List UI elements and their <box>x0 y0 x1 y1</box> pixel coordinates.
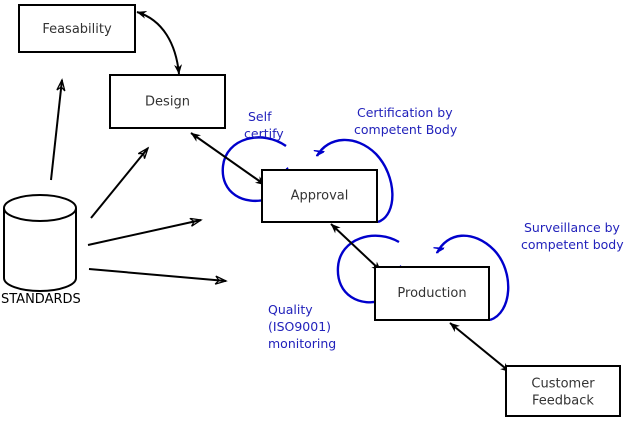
customer-feedback-box[interactable] <box>505 365 621 417</box>
annotation-quality-monitoring: Quality (ISO9001) monitoring <box>268 302 336 351</box>
standards-cylinder-body[interactable] <box>3 208 77 292</box>
node-approval[interactable]: Approval <box>261 169 378 223</box>
quality-line1: Quality <box>268 302 313 317</box>
connection-standards-approval <box>87 220 201 246</box>
certification-line2: competent Body <box>354 122 458 137</box>
annotation-certification-competent-body: Certification by competent Body <box>354 105 458 137</box>
node-standards-datastore[interactable]: STANDARDS <box>1 194 81 307</box>
quality-line3: monitoring <box>268 336 336 351</box>
connection-design-approval <box>190 132 266 186</box>
customer-feedback-label-line2: Feedback <box>532 394 594 409</box>
standards-cylinder-top[interactable] <box>3 194 77 222</box>
production-box[interactable] <box>374 266 490 321</box>
connection-standards-design <box>90 148 148 219</box>
production-label: Production <box>397 286 466 301</box>
connection-approval-production <box>330 223 382 272</box>
node-design[interactable]: Design <box>109 74 226 129</box>
quality-line2: (ISO9001) <box>268 319 331 334</box>
connection-feasability-design <box>136 10 183 75</box>
annotation-surveillance-competent-body: Surveillance by competent body <box>521 220 624 252</box>
design-label: Design <box>145 95 190 110</box>
production-surveillance-loop <box>437 234 510 322</box>
approval-label: Approval <box>291 189 349 204</box>
feasability-box[interactable] <box>18 4 136 53</box>
approval-box[interactable] <box>261 169 378 223</box>
node-customer-feedback[interactable]: Customer Feedback <box>505 365 621 417</box>
surveillance-line2: competent body <box>521 237 624 252</box>
customer-feedback-label-line1: Customer <box>531 377 595 392</box>
approval-certification-loop <box>317 138 394 224</box>
node-feasability[interactable]: Feasability <box>18 4 136 53</box>
connection-production-customer-feedback <box>449 322 511 373</box>
design-box[interactable] <box>109 74 226 129</box>
self-certify-line2: certify <box>244 126 284 141</box>
surveillance-line1: Surveillance by <box>524 220 621 235</box>
connection-standards-feasability <box>50 80 62 181</box>
node-production[interactable]: Production <box>374 266 490 321</box>
annotation-self-certify: Self certify <box>244 109 284 141</box>
self-certify-line1: Self <box>248 109 272 124</box>
feasability-label: Feasability <box>42 22 112 37</box>
connection-standards-production <box>88 268 226 281</box>
standards-label: STANDARDS <box>1 292 81 307</box>
certification-line1: Certification by <box>357 105 453 120</box>
